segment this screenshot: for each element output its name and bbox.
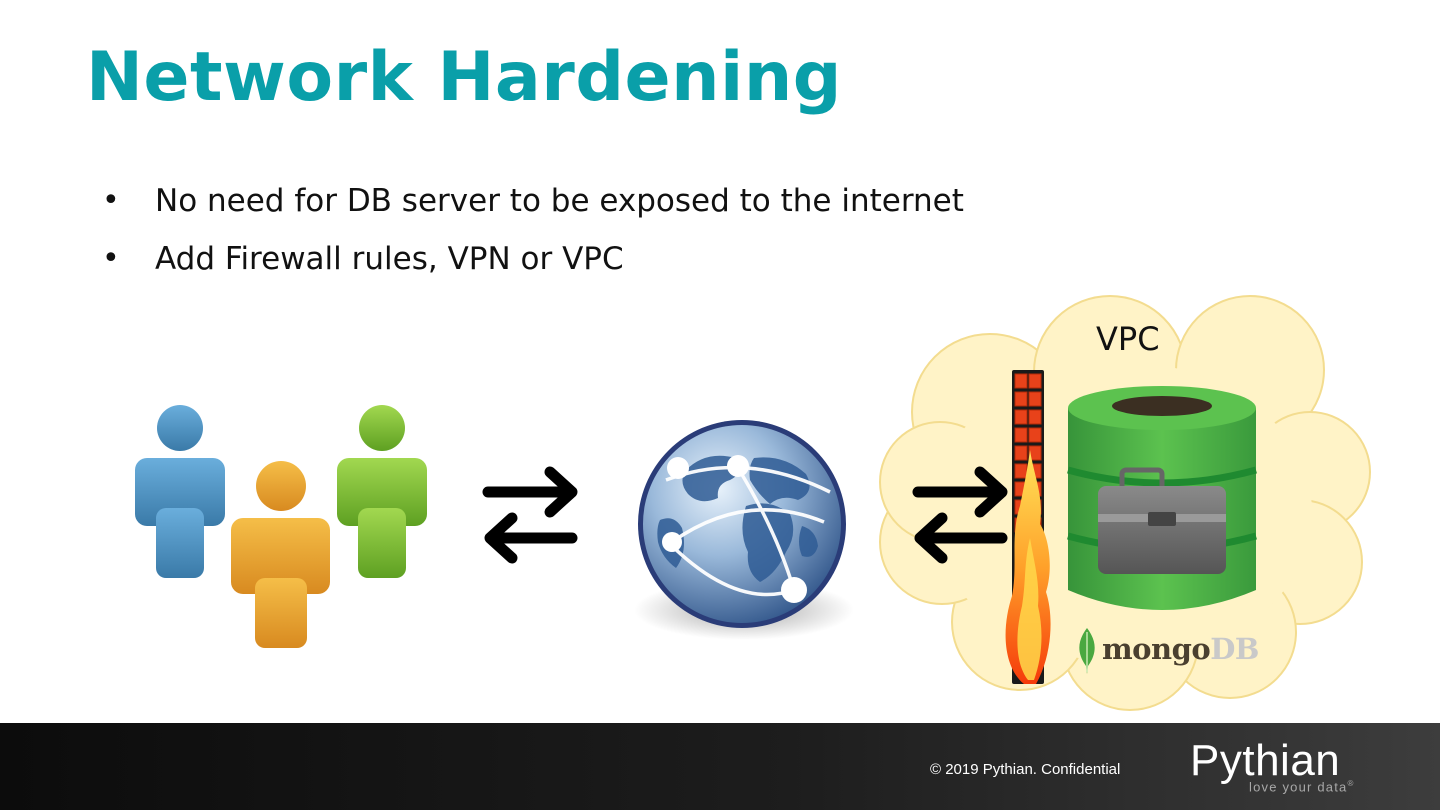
vpc-label: VPC xyxy=(1096,320,1160,358)
users-icon xyxy=(135,405,427,648)
bullet-text: No need for DB server to be exposed to t… xyxy=(155,183,964,219)
tagline-text: love your data xyxy=(1249,779,1348,795)
mongodb-wordmark: mongoDB xyxy=(1102,632,1259,666)
bullet-item: • Add Firewall rules, VPN or VPC xyxy=(100,230,964,288)
bullet-item: • No need for DB server to be exposed to … xyxy=(100,172,964,230)
bidirectional-arrows-icon xyxy=(482,466,578,564)
bullet-dot: • xyxy=(102,241,120,276)
pythian-logo-text: Pythian xyxy=(1190,736,1341,785)
registered-mark: ® xyxy=(1347,779,1355,788)
firewall-icon xyxy=(1005,370,1051,684)
person-blue xyxy=(135,405,225,578)
bidirectional-arrows-icon xyxy=(912,466,1008,564)
database-icon xyxy=(1067,386,1257,610)
database-lock-icon xyxy=(1098,467,1226,574)
copyright-text: © 2019 Pythian. Confidential xyxy=(930,761,1121,778)
person-green xyxy=(337,405,427,578)
pythian-tagline: love your data® xyxy=(1249,779,1355,794)
bullet-dot: • xyxy=(102,183,120,218)
pythian-logo: Pythian love your data® xyxy=(1190,736,1353,795)
globe-network-icon xyxy=(634,420,854,640)
mongo-word: mongo xyxy=(1102,632,1211,666)
db-word: DB xyxy=(1210,632,1259,666)
mongodb-logo: mongoDB xyxy=(1074,626,1274,676)
footer-bar: © 2019 Pythian. Confidential Pythian lov… xyxy=(0,723,1440,810)
slide-title: Network Hardening xyxy=(86,38,842,117)
bullet-text: Add Firewall rules, VPN or VPC xyxy=(155,241,624,277)
mongodb-leaf-icon xyxy=(1079,628,1095,674)
person-orange xyxy=(231,461,330,648)
bullet-list: • No need for DB server to be exposed to … xyxy=(100,172,964,288)
